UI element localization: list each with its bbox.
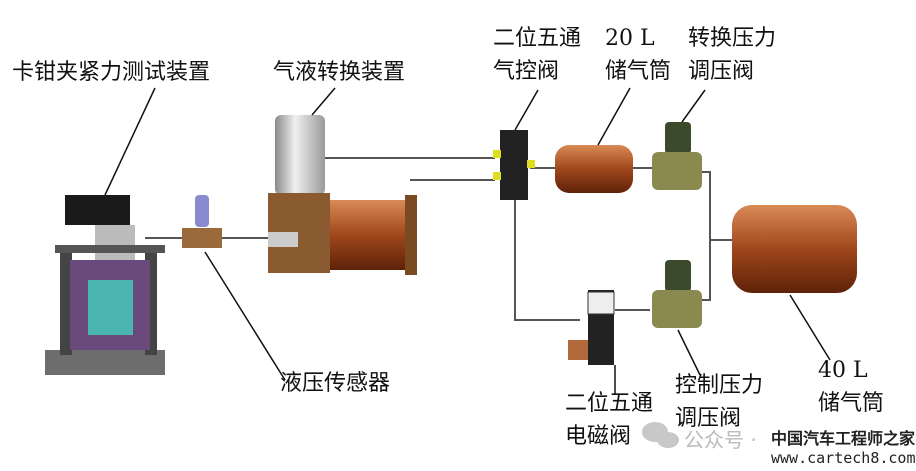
watermark-account: 公众号 ·: [684, 428, 757, 452]
label-control-regulator-2: 调压阀: [675, 406, 742, 431]
label-switch-regulator-1: 转换压力: [688, 26, 777, 51]
gas-liquid-converter: [268, 115, 417, 275]
watermark-brand: 中国汽车工程师之家: [771, 429, 916, 448]
label-gas-liquid-converter: 气液转换装置: [273, 60, 406, 85]
label-tank-20l-2: 储气筒: [605, 59, 672, 84]
pneumatic-5-2-valve: [493, 130, 535, 200]
watermark-url: www.cartech8.com: [771, 449, 916, 467]
label-tank-40l-1: 40 L: [818, 358, 868, 383]
label-control-regulator-1: 控制压力: [675, 373, 764, 398]
tank-20l: [555, 145, 633, 193]
label-pneumatic-valve-2: 气控阀: [493, 59, 560, 84]
air-pipes: [145, 157, 735, 321]
control-pressure-regulator: [652, 260, 702, 328]
label-switch-regulator-2: 调压阀: [688, 59, 755, 84]
label-caliper-tester: 卡钳夹紧力测试装置: [12, 60, 211, 85]
tank-40l: [732, 205, 857, 293]
label-tank-20l-1: 20 L: [605, 26, 655, 51]
leader-lines: [104, 87, 831, 395]
switch-pressure-regulator: [652, 122, 702, 190]
label-pressure-sensor: 液压传感器: [280, 371, 391, 396]
wechat-icon: [642, 422, 679, 448]
solenoid-5-2-valve: [568, 290, 615, 365]
hydraulic-pressure-sensor: [182, 195, 222, 248]
label-tank-40l-2: 储气筒: [818, 391, 885, 416]
label-solenoid-valve-1: 二位五通: [565, 391, 654, 416]
caliper-clamp-force-tester: [45, 195, 165, 375]
label-solenoid-valve-2: 电磁阀: [565, 424, 632, 449]
label-pneumatic-valve-1: 二位五通: [493, 26, 582, 51]
